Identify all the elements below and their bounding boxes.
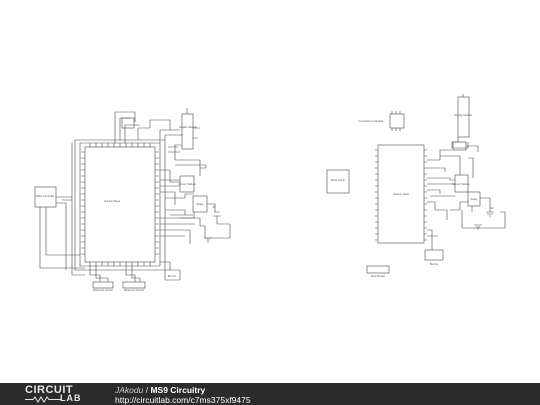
- footer-bar: CIRCUIT LAB JAkodu / MS9 Circuitry http:…: [0, 383, 540, 405]
- right-bottom-mid-label: Buzzer: [430, 262, 438, 266]
- left-sensor-box-label: Sensor Module: [178, 182, 196, 186]
- right-motor-box-label: Motor Driver: [331, 178, 345, 182]
- right-display-box-label: Display Module: [454, 113, 472, 117]
- right-bottom-left-box: [366, 265, 390, 274]
- left-bottom-box-1: [92, 281, 114, 289]
- left-bottom-box-1-label: Ultrasonic Sensor: [93, 288, 114, 292]
- right-top-box: [389, 113, 405, 129]
- left-bottom-box-2: [122, 281, 146, 289]
- left-motor-box-label: Motor Controller: [36, 194, 55, 198]
- right-battery-label: 9V: [490, 206, 493, 210]
- resistor-zigzag-icon: [25, 396, 61, 403]
- left-main-chip-label: Arduino Mega: [104, 199, 121, 203]
- right-display-box: [457, 96, 470, 138]
- left-main-chip: [84, 146, 156, 263]
- right-bottom-mid-box: [424, 249, 444, 261]
- left-sensor-box: [179, 175, 195, 193]
- circuit-url[interactable]: http://circuitlab.com/c7ms375xf9475: [115, 395, 251, 405]
- left-display-box: [181, 113, 194, 150]
- logo-lab-text: LAB: [60, 393, 82, 403]
- right-sensor-box: [454, 174, 469, 193]
- right-motor-box: [326, 169, 350, 194]
- right-sensor-box-label: Sensor Module: [452, 182, 470, 186]
- credit-line: JAkodu / MS9 Circuitry: [115, 385, 205, 395]
- left-relay-box-label: Relay: [197, 202, 204, 206]
- right-top-text: Connection to Module: [358, 119, 384, 123]
- circuitlab-logo[interactable]: CIRCUIT LAB: [25, 384, 95, 404]
- left-display-box-label: Display Module: [179, 125, 197, 129]
- right-main-chip-label: Arduino Nano: [393, 192, 409, 196]
- author-link[interactable]: JAkodu: [115, 385, 144, 395]
- left-buzzer-label: Buzzer: [168, 274, 176, 278]
- left-top-small-box: [121, 117, 135, 129]
- left-bottom-box-2-label: Ultrasonic Sensor: [124, 288, 145, 292]
- right-bottom-left-label: Push Button: [371, 274, 386, 278]
- right-relay-box: [467, 191, 481, 207]
- schematic-canvas[interactable]: Arduino Mega Motor Controller Display Mo…: [0, 0, 540, 383]
- credit-separator: /: [143, 385, 151, 395]
- circuit-title: MS9 Circuitry: [150, 385, 206, 395]
- right-main-chip: [377, 144, 425, 244]
- logo-circuit-text: CIRCUIT: [25, 384, 74, 396]
- right-small-top-box: [452, 141, 467, 151]
- left-battery-label: 9V: [212, 205, 215, 209]
- right-relay-box-label: Relay: [471, 197, 478, 201]
